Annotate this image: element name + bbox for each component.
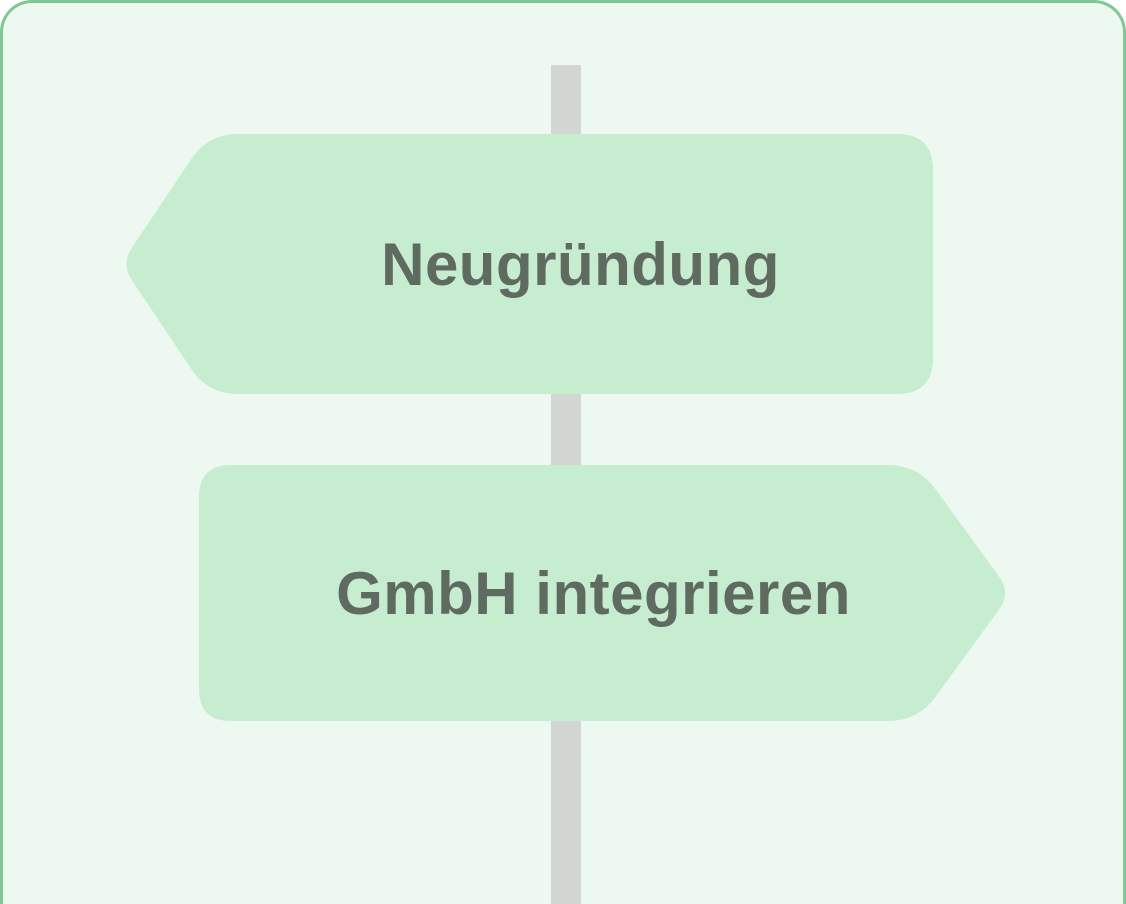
left-arrow-sign-shape [126, 134, 934, 394]
signpost-graphic [126, 65, 1006, 904]
right-arrow-sign-shape [199, 465, 1006, 721]
